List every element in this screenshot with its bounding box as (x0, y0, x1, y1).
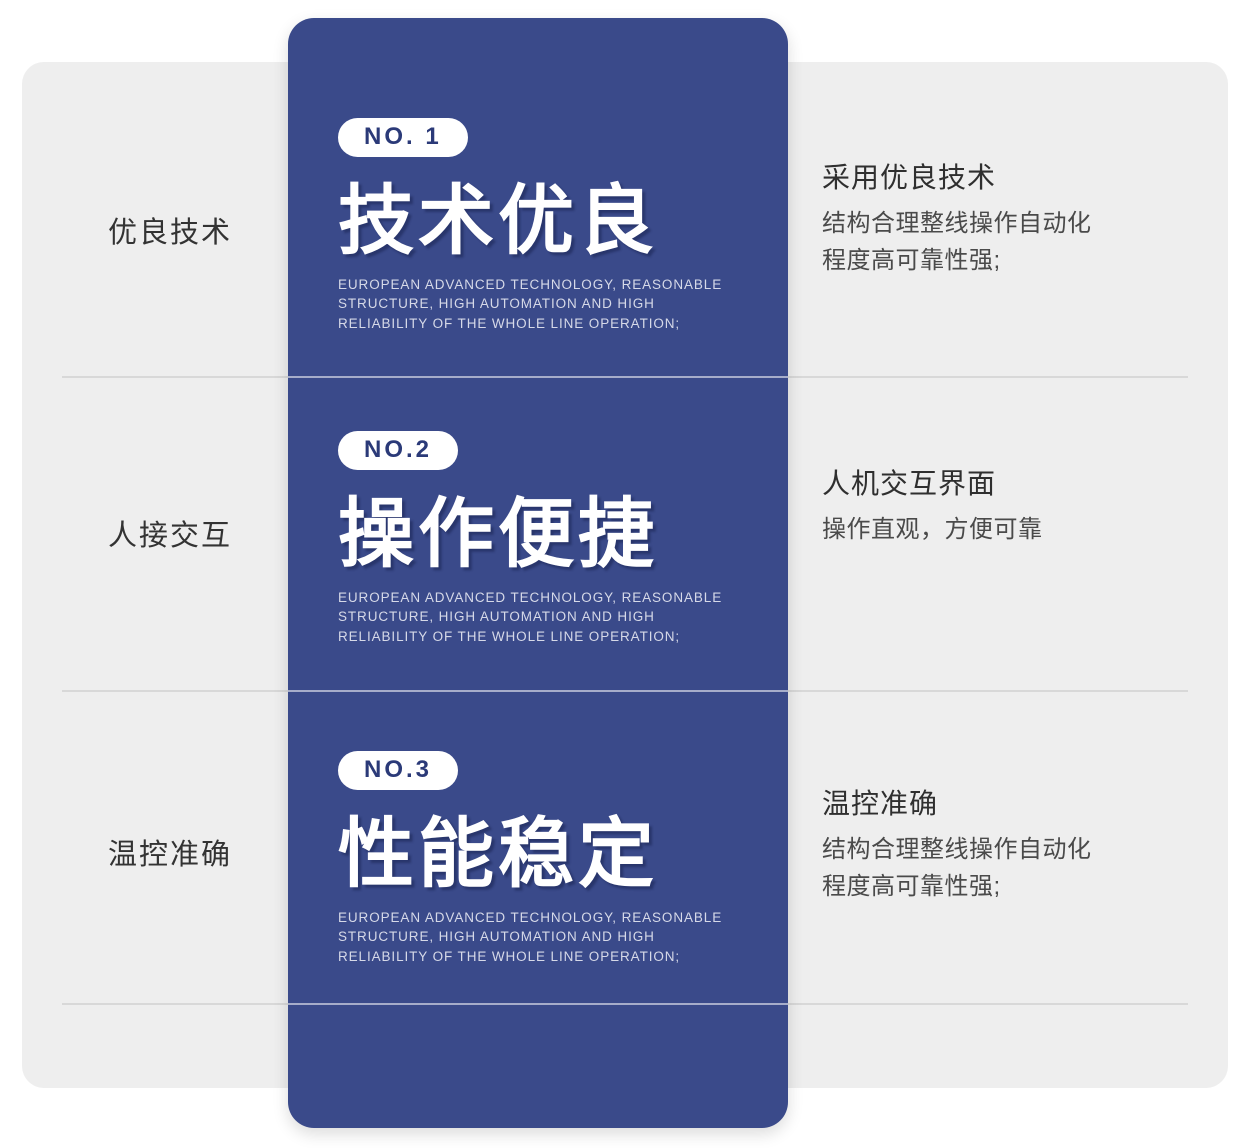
panel-seam-2 (288, 690, 788, 692)
panel-seam-3 (288, 1003, 788, 1005)
feature-label-2: 人接交互 (107, 520, 232, 552)
highlight-card-1: NO. 1 技术优良 EUROPEAN ADVANCED TECHNOLOGY,… (288, 118, 788, 333)
card-title-1: 技术优良 (338, 179, 658, 264)
card-subtitle-2: EUROPEAN ADVANCED TECHNOLOGY, REASONABLE… (338, 589, 723, 644)
card-title-3: 性能稳定 (338, 812, 658, 897)
card-subtitle-1: EUROPEAN ADVANCED TECHNOLOGY, REASONABLE… (338, 276, 723, 331)
description-title-1: 采用优良技术 (822, 162, 997, 193)
highlight-card-2: NO.2 操作便捷 EUROPEAN ADVANCED TECHNOLOGY, … (288, 431, 788, 646)
feature-description-3: 温控准确 结构合理整线操作自动化 程度高可靠性强; (822, 786, 1202, 905)
feature-description-1: 采用优良技术 结构合理整线操作自动化 程度高可靠性强; (822, 160, 1202, 279)
highlight-panel: NO. 1 技术优良 EUROPEAN ADVANCED TECHNOLOGY,… (288, 18, 788, 1128)
feature-description-2: 人机交互界面 操作直观，方便可靠 (822, 466, 1202, 548)
highlight-card-3: NO.3 性能稳定 EUROPEAN ADVANCED TECHNOLOGY, … (288, 751, 788, 966)
panel-seam-1 (288, 376, 788, 378)
description-line-2-1: 操作直观，方便可靠 (822, 516, 1043, 543)
description-line-3-1: 结构合理整线操作自动化 (822, 836, 1092, 863)
card-badge-3: NO.3 (338, 751, 459, 790)
feature-label-3: 温控准确 (107, 839, 232, 871)
description-title-2: 人机交互界面 (822, 468, 997, 499)
card-title-2: 操作便捷 (338, 492, 658, 577)
feature-label-1: 优良技术 (107, 217, 232, 249)
description-title-3: 温控准确 (822, 788, 939, 819)
description-line-1-1: 结构合理整线操作自动化 (822, 210, 1092, 237)
card-badge-1: NO. 1 (338, 118, 468, 157)
description-line-3-2: 程度高可靠性强; (822, 873, 1001, 901)
description-line-1-2: 程度高可靠性强; (822, 247, 1001, 275)
card-badge-2: NO.2 (338, 431, 459, 470)
card-subtitle-3: EUROPEAN ADVANCED TECHNOLOGY, REASONABLE… (338, 909, 723, 964)
